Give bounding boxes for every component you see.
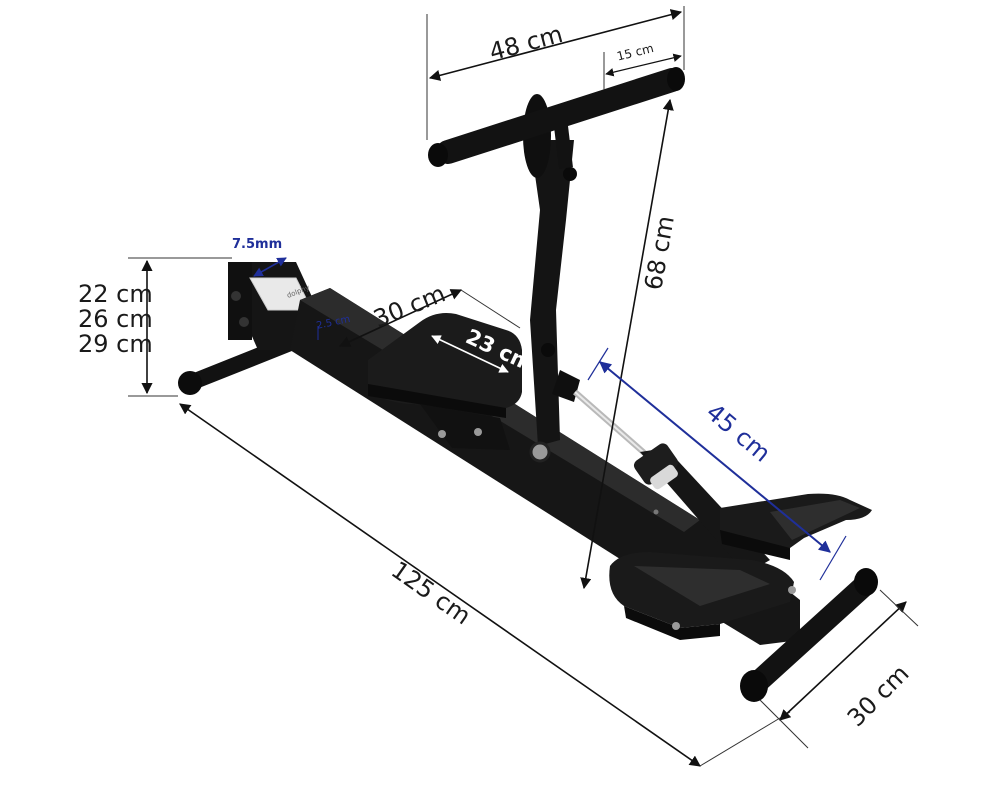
svg-text:15 cm: 15 cm xyxy=(615,41,655,64)
dimension-pin-size: 7.5mm xyxy=(232,237,287,277)
svg-text:68 cm: 68 cm xyxy=(639,214,680,292)
dimension-height-levels: 22 cm 26 cm 29 cm xyxy=(78,257,232,397)
svg-text:7.5mm: 7.5mm xyxy=(232,237,282,252)
svg-text:29 cm: 29 cm xyxy=(78,330,153,358)
svg-text:30 cm: 30 cm xyxy=(842,659,915,732)
svg-text:22 cm: 22 cm xyxy=(78,280,153,308)
svg-text:48 cm: 48 cm xyxy=(486,20,565,66)
rowing-machine: dolphy xyxy=(178,67,878,702)
svg-text:125 cm: 125 cm xyxy=(386,556,476,631)
svg-text:26 cm: 26 cm xyxy=(78,305,153,333)
svg-text:45 cm: 45 cm xyxy=(701,398,776,467)
handle-assembly xyxy=(428,67,685,463)
